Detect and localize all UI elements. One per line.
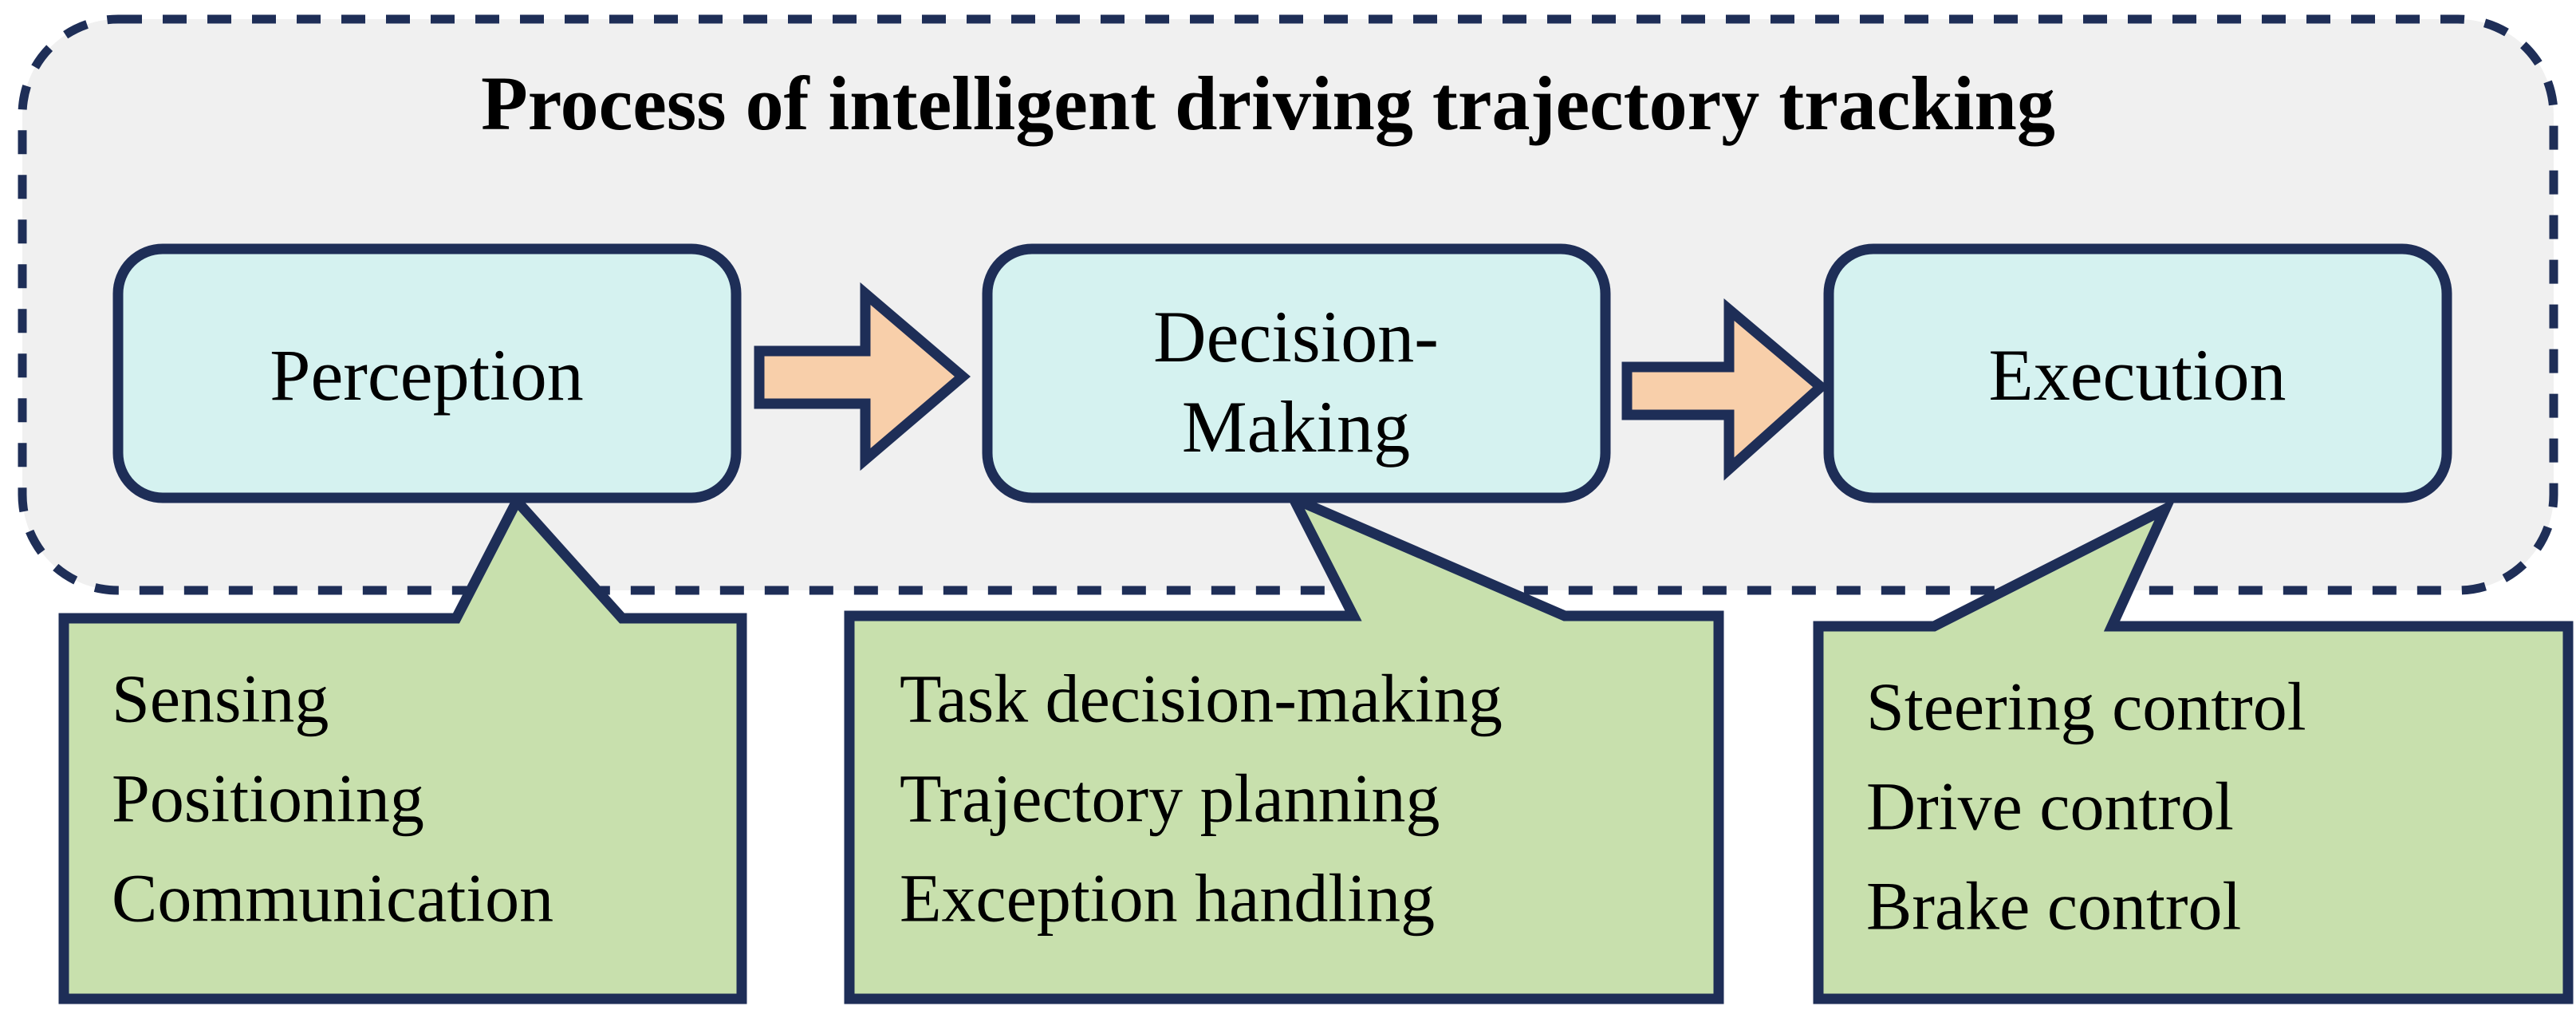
stage-label-perception: Perception bbox=[270, 334, 583, 416]
callout-decision-line-3: Exception handling bbox=[900, 860, 1435, 937]
right-arrow-icon-decision-to-execution bbox=[1621, 298, 1829, 481]
callout-execution-shape bbox=[1813, 497, 2574, 1004]
callout-execution-line-2: Drive control bbox=[1866, 768, 2234, 845]
stage-box-execution[interactable] bbox=[1823, 243, 2452, 503]
callout-perception-line-2: Positioning bbox=[112, 760, 424, 837]
stage-box-perception[interactable] bbox=[112, 243, 742, 503]
callout-decision-shape bbox=[844, 487, 1724, 1004]
callout-execution-line-3: Brake control bbox=[1866, 868, 2241, 945]
stage-box-decision-making[interactable] bbox=[982, 243, 1611, 503]
stage-label-decision-making-line-2: Making bbox=[1182, 386, 1410, 468]
callout-perception-line-1: Sensing bbox=[112, 661, 329, 737]
stage-label-execution: Execution bbox=[1989, 334, 2286, 416]
callout-perception-line-3: Communication bbox=[112, 860, 553, 937]
callout-perception-shape bbox=[58, 491, 747, 1004]
page-title: Process of intelligent driving trajector… bbox=[481, 61, 2055, 146]
stage-label-decision-making-line-1: Decision- bbox=[1153, 296, 1439, 377]
callout-decision-line-1: Task decision-making bbox=[900, 661, 1503, 737]
callout-execution-line-1: Steering control bbox=[1866, 669, 2306, 745]
callout-decision-line-2: Trajectory planning bbox=[900, 760, 1440, 837]
right-arrow-icon-perception-to-decision bbox=[754, 282, 971, 471]
